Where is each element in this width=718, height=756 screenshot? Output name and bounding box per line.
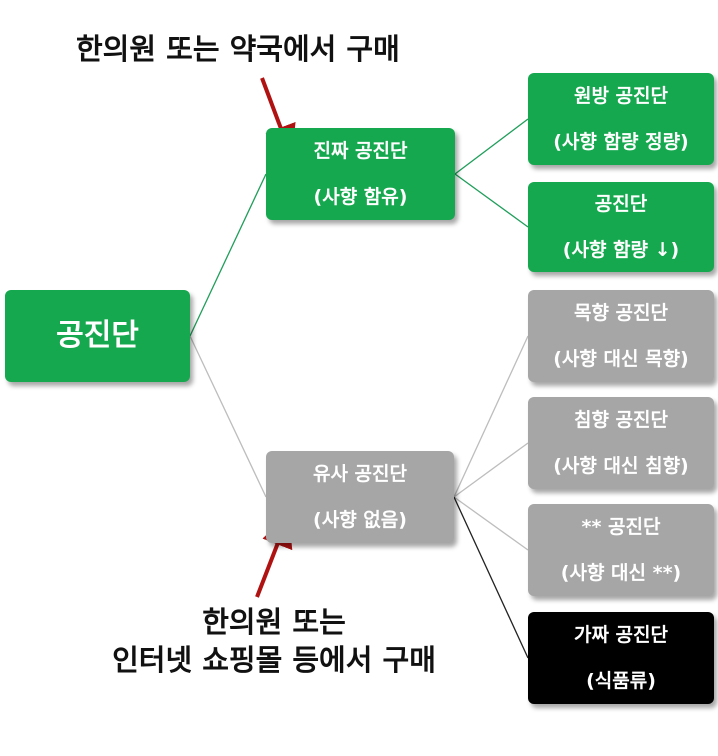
link-similar-mokhyang [453, 335, 529, 498]
node-chimhyang: 침향 공진단 (사향 대신 침향) [528, 397, 714, 489]
node-root-title: 공진단 [56, 318, 139, 353]
bottom-note-line2: 인터넷 쇼핑몰 등에서 구매 [112, 643, 436, 677]
top-note: 한의원 또는 약국에서 구매 [76, 30, 400, 68]
bottom-note-line1: 한의원 또는 [202, 605, 346, 639]
node-original-sub: (사향 함량 정량) [553, 131, 689, 153]
node-genuine: 진짜 공진단 (사향 함유) [266, 128, 455, 220]
node-original: 원방 공진단 (사향 함량 정량) [528, 73, 714, 165]
node-root: 공진단 [5, 290, 190, 382]
node-reduced-sub: (사향 함량 ↓) [562, 239, 680, 261]
node-fake: 가짜 공진단 (식품류) [528, 612, 714, 704]
link-root-similar [189, 335, 267, 498]
node-mokhyang-title: 목향 공진단 [573, 302, 668, 324]
node-starstar-title: ** 공진단 [581, 516, 661, 538]
bottom-note: 한의원 또는 인터넷 쇼핑몰 등에서 구매 [84, 603, 464, 679]
node-reduced-title: 공진단 [594, 193, 648, 215]
link-similar-starstar [453, 496, 529, 551]
node-mokhyang: 목향 공진단 (사향 대신 목향) [528, 290, 714, 382]
node-genuine-sub: (사향 함유) [313, 186, 408, 208]
node-chimhyang-title: 침향 공진단 [573, 409, 668, 431]
node-similar: 유사 공진단 (사향 없음) [266, 451, 454, 543]
node-reduced: 공진단 (사향 함량 ↓) [528, 182, 714, 272]
link-similar-chimhyang [453, 442, 529, 498]
link-root-genuine [189, 173, 267, 337]
node-similar-sub: (사향 없음) [313, 509, 407, 531]
node-mokhyang-sub: (사향 대신 목향) [553, 348, 689, 370]
link-genuine-reduced [454, 173, 529, 228]
link-genuine-original [454, 118, 529, 175]
node-starstar: ** 공진단 (사향 대신 **) [528, 504, 714, 596]
link-similar-fake [453, 496, 529, 659]
node-chimhyang-sub: (사향 대신 침향) [553, 455, 689, 477]
node-starstar-sub: (사향 대신 **) [560, 562, 682, 584]
node-fake-title: 가짜 공진단 [573, 624, 668, 646]
node-similar-title: 유사 공진단 [312, 463, 407, 485]
node-fake-sub: (식품류) [586, 670, 656, 692]
top-note-text: 한의원 또는 약국에서 구매 [76, 32, 400, 66]
node-genuine-title: 진짜 공진단 [313, 140, 408, 162]
node-original-title: 원방 공진단 [573, 85, 668, 107]
